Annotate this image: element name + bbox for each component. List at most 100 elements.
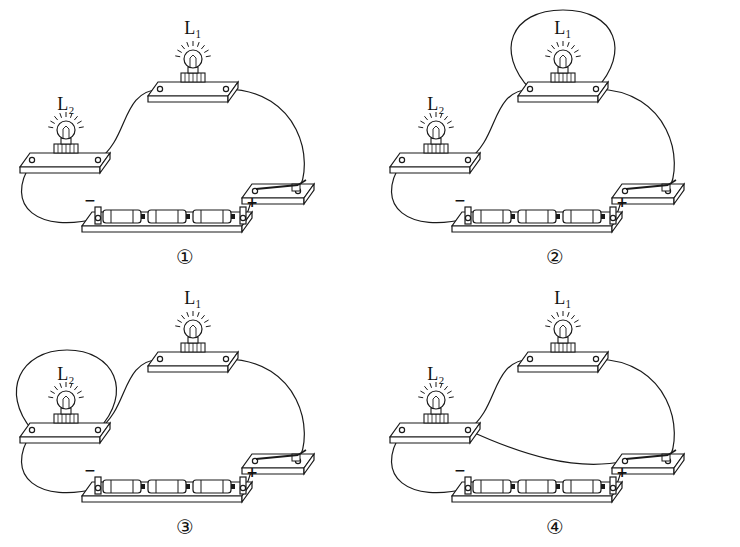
bulb-board-front [390, 437, 470, 443]
terminal-post [527, 86, 532, 91]
battery-pole: − [84, 193, 96, 207]
cell-cap [601, 484, 605, 489]
bulb-glass [184, 320, 202, 338]
cell-band [223, 210, 224, 223]
bulb-label: L₂ [57, 95, 74, 113]
terminal-post [223, 356, 228, 361]
bulb-board-front [148, 96, 228, 102]
switch-blade [256, 185, 298, 189]
battery-board-front [82, 496, 242, 502]
terminal-post [465, 157, 470, 162]
socket-rib [62, 144, 63, 153]
bulb-board-top [148, 352, 238, 366]
socket-rib [563, 73, 564, 82]
bulb-board-top [20, 423, 110, 437]
battery-cell [193, 210, 231, 223]
terminal-post [240, 215, 245, 220]
bulb-board-front [518, 96, 598, 102]
battery-pole: − [84, 463, 96, 477]
battery-holder-end [95, 207, 101, 224]
cell-cap [141, 214, 145, 219]
light-ray [418, 396, 423, 398]
wire [16, 350, 116, 430]
terminal-post [465, 485, 470, 490]
light-ray [60, 383, 62, 388]
bulb-glass [427, 121, 445, 139]
bulb-board-front [148, 366, 228, 372]
cell-cap [186, 484, 190, 489]
wire [596, 359, 674, 461]
light-ray [50, 121, 54, 124]
terminal-post [465, 427, 470, 432]
bulb-board-side [228, 352, 238, 372]
switch-blade [256, 455, 298, 459]
cell-cap [231, 214, 235, 219]
figure-number: ③ [176, 517, 194, 537]
socket-rib [555, 73, 556, 82]
battery-cell [563, 210, 601, 223]
light-ray [197, 42, 199, 47]
light-ray [545, 55, 550, 57]
terminal-post [157, 356, 162, 361]
circuit-panel [390, 311, 684, 502]
light-ray [545, 325, 550, 327]
cell-band [178, 210, 179, 223]
switch-handle [298, 450, 306, 455]
bulb-board-side [598, 82, 608, 102]
bulb-filament [63, 396, 69, 408]
bulb-board-top [148, 82, 238, 96]
bulb-board-front [390, 167, 470, 173]
bulb-glass [57, 121, 75, 139]
light-ray [440, 383, 442, 388]
bulb-filament [433, 396, 439, 408]
socket-rib [567, 343, 568, 352]
light-ray [551, 315, 554, 319]
terminal-post [29, 157, 34, 162]
socket-rib [58, 414, 59, 423]
figure-number: ① [176, 247, 194, 267]
cell-band [111, 480, 112, 493]
light-ray [175, 55, 180, 57]
light-ray [197, 312, 199, 317]
battery-pole: + [246, 465, 258, 479]
light-ray [571, 315, 574, 319]
switch-board-side [674, 184, 684, 204]
light-ray [175, 325, 180, 327]
terminal-post [95, 427, 100, 432]
light-ray [420, 121, 424, 124]
cell-band [548, 480, 549, 493]
light-ray [449, 126, 454, 128]
cell-band [133, 480, 134, 493]
bulb-socket [424, 414, 448, 423]
socket-rib [201, 73, 202, 82]
cell-band [133, 210, 134, 223]
socket-rib [432, 144, 433, 153]
cell-band [481, 210, 482, 223]
socket-rib [185, 73, 186, 82]
battery-pole: + [616, 465, 628, 479]
light-ray [563, 311, 564, 316]
light-ray [444, 386, 447, 390]
battery-cell [103, 210, 141, 223]
light-ray [547, 320, 551, 323]
bulb-glass [554, 320, 572, 338]
battery-cell [473, 210, 511, 223]
figure-number: ② [546, 247, 564, 267]
socket-rib [440, 144, 441, 153]
bulb-board-front [20, 437, 100, 443]
bulb-socket [551, 343, 575, 352]
cell-band [526, 210, 527, 223]
bulb-board-side [470, 153, 480, 173]
terminal-post [593, 356, 598, 361]
wire [596, 89, 674, 191]
light-ray [79, 126, 84, 128]
cell-band [201, 480, 202, 493]
socket-rib [74, 414, 75, 423]
bulb-board-front [518, 366, 598, 372]
socket-rib [62, 414, 63, 423]
circuit-panel [20, 41, 314, 232]
light-ray [430, 383, 432, 388]
terminal-post [95, 485, 100, 490]
terminal-post [610, 215, 615, 220]
